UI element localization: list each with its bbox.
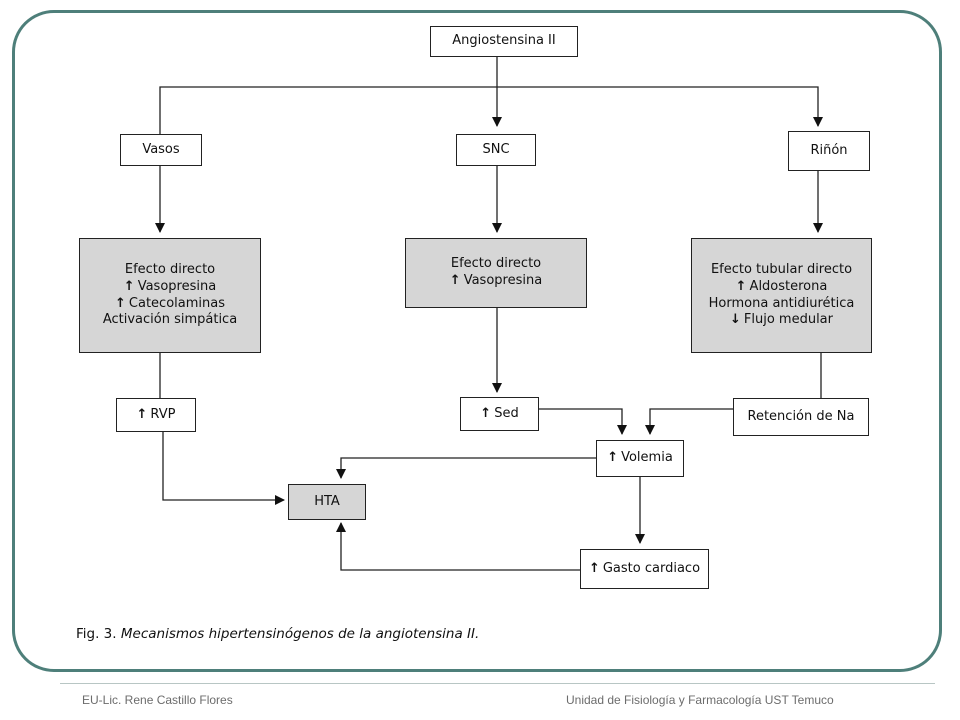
node-snc-effect: Efecto directo ↑Vasopresina bbox=[405, 238, 587, 308]
connector-retencion-volemia bbox=[645, 408, 733, 435]
up-arrow-icon: ↑ bbox=[607, 450, 619, 466]
node-rvp: ↑RVP bbox=[116, 398, 196, 432]
vasos-effect-line: Efecto directo bbox=[124, 261, 216, 277]
snc-effect-line: Efecto directo bbox=[450, 256, 542, 272]
node-hta-label: HTA bbox=[314, 493, 340, 509]
node-rinon-effect: Efecto tubular directo ↑Aldosterona Horm… bbox=[691, 238, 872, 353]
node-volemia: ↑Volemia bbox=[596, 440, 684, 477]
up-arrow-icon: ↑ bbox=[480, 405, 492, 421]
snc-effect-line: ↑Vasopresina bbox=[449, 273, 543, 288]
footer-author: EU-Lic. Rene Castillo Flores bbox=[82, 693, 233, 707]
rinon-effect-line: ↑Aldosterona bbox=[735, 278, 828, 294]
down-arrow-icon: ↓ bbox=[729, 312, 741, 328]
node-rvp-label: RVP bbox=[150, 406, 176, 422]
node-vasos-effect: Efecto directo ↑Vasopresina ↑Catecolamin… bbox=[79, 238, 261, 353]
node-rinon-label: Riñón bbox=[810, 142, 848, 158]
node-vasos-label: Vasos bbox=[142, 141, 180, 157]
caption-prefix: Fig. 3. bbox=[76, 626, 117, 642]
connector-volemia-hta bbox=[336, 457, 596, 479]
node-retencion: Retención de Na bbox=[733, 398, 869, 436]
node-gasto-label: Gasto cardiaco bbox=[602, 560, 701, 576]
node-vasos: Vasos bbox=[120, 134, 202, 166]
footer-divider bbox=[60, 683, 935, 684]
node-snc: SNC bbox=[456, 134, 536, 166]
node-retencion-label: Retención de Na bbox=[747, 408, 855, 424]
rinon-effect-line: ↓Flujo medular bbox=[729, 312, 833, 328]
node-sed: ↑Sed bbox=[460, 397, 539, 431]
connector-angio-rinon bbox=[497, 86, 823, 127]
up-arrow-icon: ↑ bbox=[123, 278, 135, 294]
slide-frame bbox=[12, 10, 942, 672]
vasos-effect-line: ↑Catecolaminas bbox=[115, 295, 225, 311]
connector-gasto-hta bbox=[336, 522, 580, 571]
up-arrow-icon: ↑ bbox=[588, 560, 600, 576]
connector-sed-volemia bbox=[539, 408, 627, 435]
node-snc-label: SNC bbox=[482, 141, 510, 157]
node-angiotensina-label: Angiostensina II bbox=[452, 33, 556, 49]
rinon-effect-line: Hormona antidiurética bbox=[708, 295, 855, 311]
node-volemia-label: Volemia bbox=[621, 450, 673, 466]
node-angiotensina: Angiostensina II bbox=[430, 26, 578, 57]
caption-text: Mecanismos hipertensinógenos de la angio… bbox=[120, 626, 480, 642]
vasos-effect-line: ↑Vasopresina bbox=[123, 278, 217, 294]
figure-caption: Fig. 3. Mecanismos hipertensinógenos de … bbox=[76, 626, 479, 642]
node-sed-label: Sed bbox=[494, 405, 519, 421]
up-arrow-icon: ↑ bbox=[449, 273, 461, 288]
vasos-effect-line: Activación simpática bbox=[102, 312, 238, 328]
rinon-effect-line: Efecto tubular directo bbox=[710, 261, 853, 277]
node-rinon: Riñón bbox=[788, 131, 870, 171]
up-arrow-icon: ↑ bbox=[136, 406, 148, 422]
connector-angio-vasos bbox=[159, 86, 497, 135]
node-hta: HTA bbox=[288, 484, 366, 520]
up-arrow-icon: ↑ bbox=[735, 278, 747, 294]
up-arrow-icon: ↑ bbox=[115, 295, 126, 311]
footer-institution: Unidad de Fisiología y Farmacología UST … bbox=[566, 693, 834, 707]
node-gasto: ↑Gasto cardiaco bbox=[580, 549, 709, 589]
connector-rvp-hta bbox=[162, 432, 285, 505]
